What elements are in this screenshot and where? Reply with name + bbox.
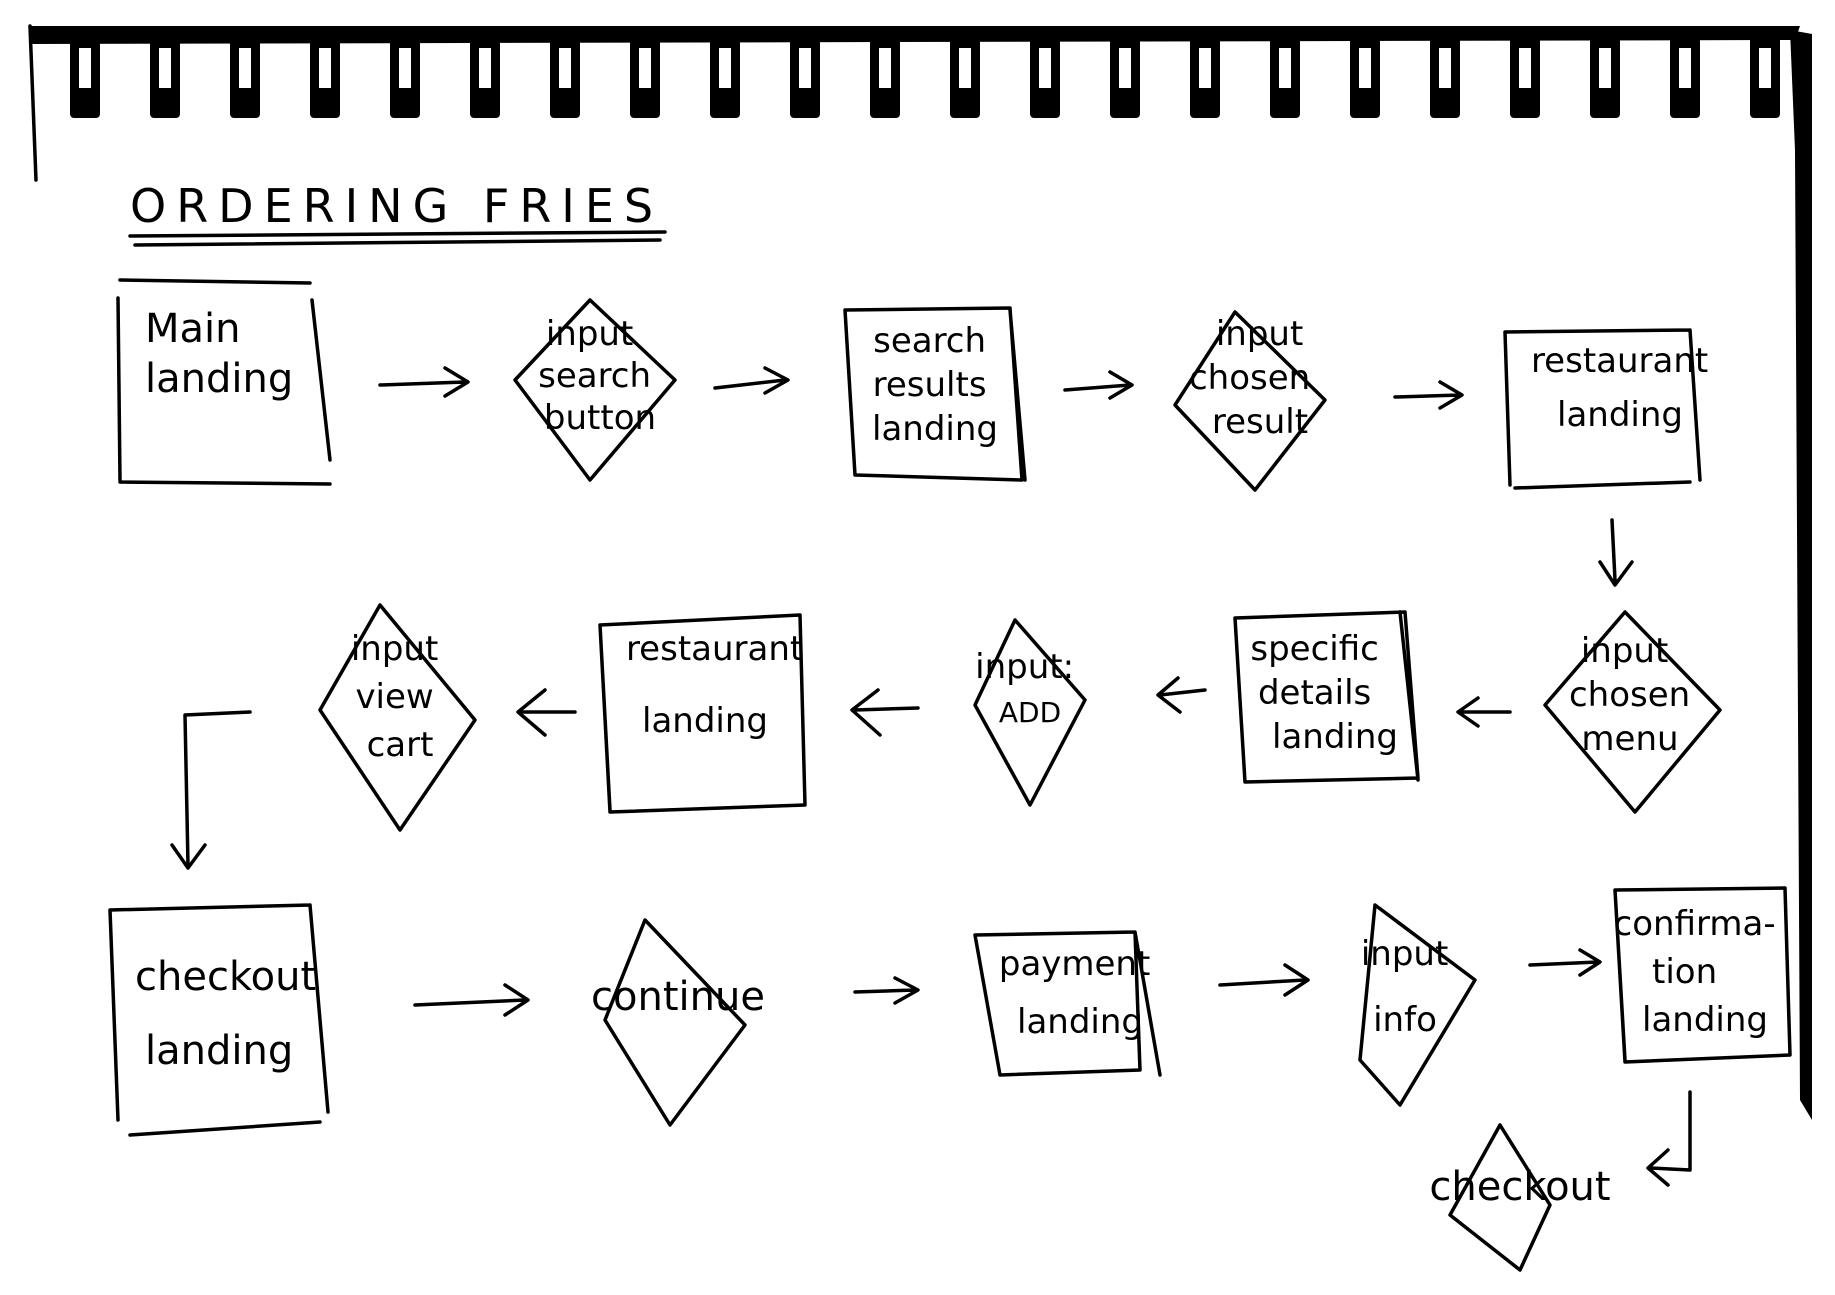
spiral-ring	[870, 30, 900, 118]
node-input-chosen-result: input chosen result	[1173, 310, 1327, 492]
notebook-binding	[28, 24, 1812, 1120]
spiral-ring	[550, 30, 580, 118]
arrow-search-button-to-results	[713, 366, 790, 395]
arrow-restaurant-to-chosen-menu	[1598, 518, 1634, 587]
node-label: restaurant landing	[1531, 341, 1719, 435]
node-label: restaurant landing	[626, 629, 814, 741]
spiral-ring	[70, 30, 100, 118]
node-restaurant-landing-2: restaurant landing	[598, 613, 814, 814]
spiral-rings	[70, 30, 1780, 118]
node-main-landing: Main landing	[116, 278, 332, 486]
node-label: input chosen result	[1189, 314, 1321, 442]
arrow-confirmation-to-checkout	[1646, 1090, 1692, 1187]
arrow-chosen-menu-to-details	[1456, 696, 1512, 728]
diagram-title: ORDERING FRIES	[130, 179, 663, 233]
arrow-view-cart-to-checkout-landing	[170, 710, 252, 870]
node-label: specific details landing	[1250, 629, 1398, 757]
node-checkout-landing: checkout landing	[108, 903, 330, 1137]
spiral-ring	[1510, 30, 1540, 118]
spiral-ring	[470, 30, 500, 118]
flow-arrows	[170, 366, 1692, 1187]
node-input-info: input info	[1358, 903, 1477, 1107]
node-label: input: ADD	[975, 647, 1085, 729]
title-underline	[128, 230, 667, 247]
spiral-ring	[710, 30, 740, 118]
spiral-ring	[1190, 30, 1220, 118]
spiral-ring	[1670, 30, 1700, 118]
arrow-continue-to-payment	[853, 976, 920, 1005]
spiral-ring	[1350, 30, 1380, 118]
arrow-add-to-restaurant	[850, 688, 920, 737]
node-input-search-button: input search button	[513, 298, 677, 482]
node-label: input view cart	[351, 629, 449, 765]
node-input-chosen-menu: input chosen menu	[1543, 610, 1722, 814]
arrow-checkout-landing-to-continue	[413, 983, 530, 1017]
arrow-chosen-result-to-restaurant	[1393, 380, 1464, 410]
arrow-restaurant-to-view-cart	[516, 688, 577, 737]
node-payment-landing: payment landing	[973, 930, 1162, 1077]
node-label: confirma- tion landing	[1614, 904, 1787, 1040]
node-confirmation-landing: confirma- tion landing	[1613, 886, 1792, 1064]
spiral-ring	[230, 30, 260, 118]
node-label: payment landing	[999, 944, 1161, 1042]
node-label: checkout landing	[135, 954, 329, 1074]
spiral-ring	[150, 30, 180, 118]
node-label: Main landing	[145, 306, 293, 402]
arrow-payment-to-info	[1218, 963, 1310, 997]
node-label: input search button	[538, 314, 662, 438]
node-input-view-cart: input view cart	[318, 603, 477, 832]
node-input-add: input: ADD	[973, 618, 1087, 807]
node-label: search results landing	[872, 321, 998, 449]
node-continue: continue	[591, 918, 765, 1127]
spiral-ring	[390, 30, 420, 118]
spiral-ring	[1750, 30, 1780, 118]
spiral-ring	[1270, 30, 1300, 118]
node-specific-details-landing: specific details landing	[1233, 610, 1420, 784]
node-restaurant-landing-1: restaurant landing	[1503, 328, 1719, 490]
node-label: input info	[1361, 934, 1459, 1040]
spiral-ring	[1430, 30, 1460, 118]
arrow-info-to-confirmation	[1528, 948, 1602, 977]
node-checkout: checkout	[1429, 1123, 1611, 1272]
spiral-ring	[1110, 30, 1140, 118]
spiral-ring	[630, 30, 660, 118]
spiral-ring	[790, 30, 820, 118]
arrow-results-to-chosen-result	[1063, 370, 1134, 400]
node-search-results-landing: search results landing	[843, 306, 1027, 482]
arrow-details-to-add	[1156, 676, 1207, 714]
arrow-main-to-search-button	[378, 366, 470, 398]
node-label: input chosen menu	[1569, 631, 1701, 759]
spiral-ring	[950, 30, 980, 118]
node-label: continue	[591, 974, 765, 1020]
spiral-ring	[1030, 30, 1060, 118]
spiral-ring	[1590, 30, 1620, 118]
node-label: checkout	[1429, 1164, 1610, 1210]
spiral-ring	[310, 30, 340, 118]
